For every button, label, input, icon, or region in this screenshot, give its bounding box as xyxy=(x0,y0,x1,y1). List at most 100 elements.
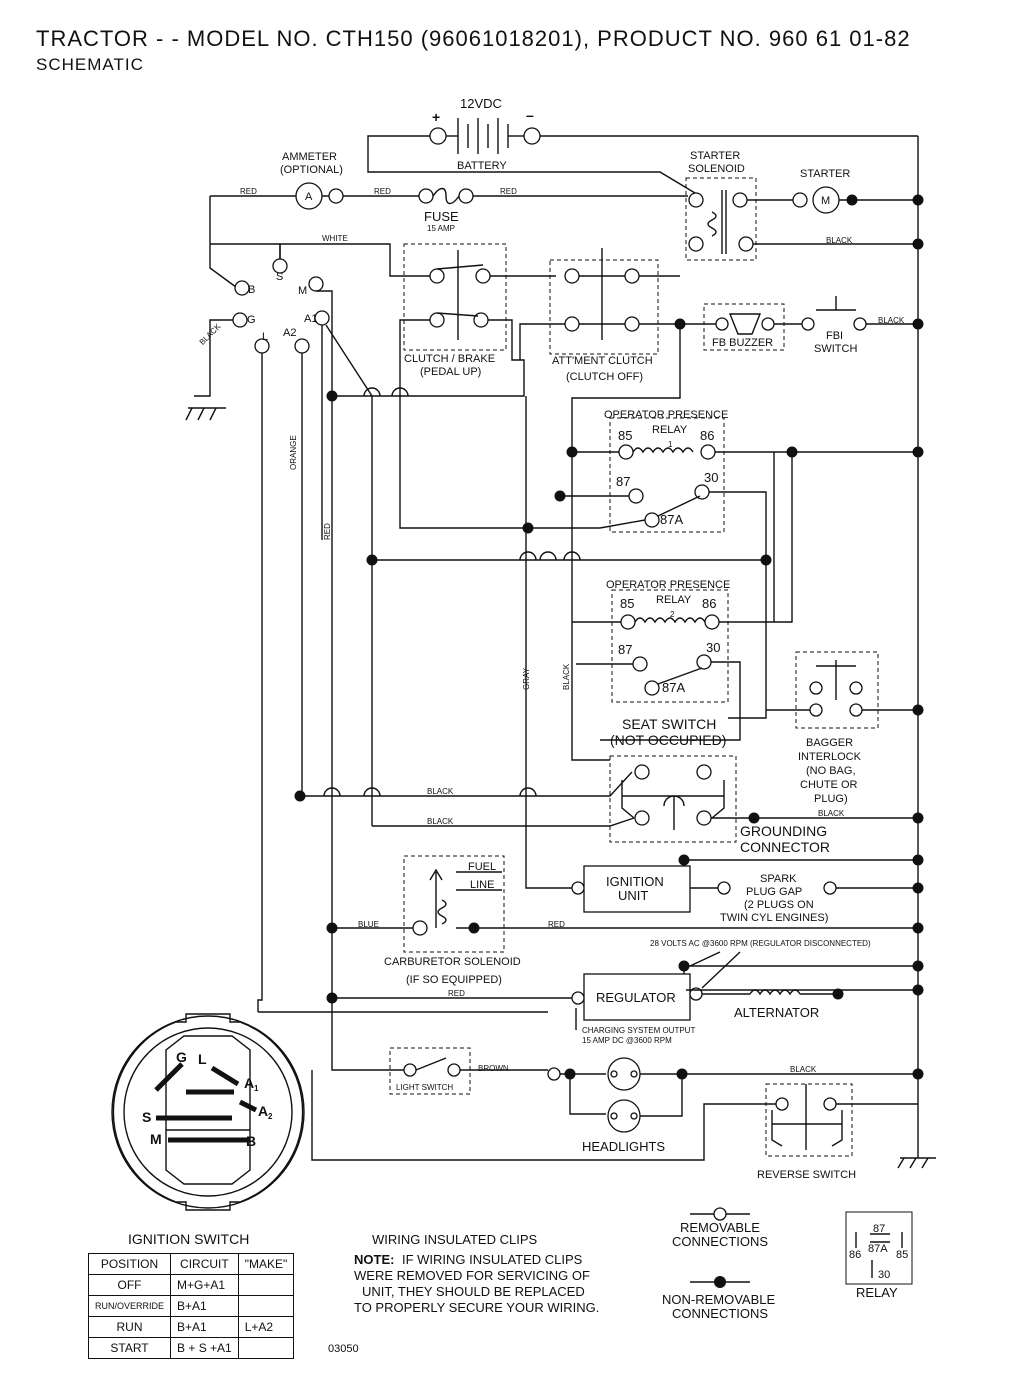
relay2-p85: 85 xyxy=(620,596,634,611)
wire-blue: BLUE xyxy=(358,920,379,929)
grounding-connector-label: CONNECTOR xyxy=(740,839,830,855)
ign-face-m: M xyxy=(150,1131,162,1147)
relay1-p87: 87 xyxy=(616,474,630,489)
legend-non-removable-label: NON-REMOVABLE xyxy=(662,1292,775,1307)
carburetor-solenoid: FUEL LINE CARBURETOR SOLENOID (IF SO EQU… xyxy=(384,855,521,986)
clips-note-4: TO PROPERLY SECURE YOUR WIRING. xyxy=(354,1300,599,1315)
legend-non-removable: NON-REMOVABLE CONNECTIONS xyxy=(662,1276,775,1321)
table-cell-circuit: M+G+A1 xyxy=(170,1274,239,1296)
clutch-brake-label: CLUTCH / BRAKE xyxy=(404,353,495,365)
page-title: TRACTOR - - MODEL NO. CTH150 (9606101820… xyxy=(36,26,911,51)
wire-black-seat: BLACK xyxy=(427,787,454,796)
table-cell-position: RUN xyxy=(87,1316,172,1338)
spark-label-2: PLUG GAP xyxy=(746,886,802,898)
relay1-p85: 85 xyxy=(618,428,632,443)
relay1-relay-label: RELAY xyxy=(652,424,688,436)
table-cell-extra xyxy=(237,1274,295,1296)
fuse-rating: 15 AMP xyxy=(427,224,455,233)
ign-face-g: G xyxy=(176,1049,187,1065)
ammeter-symbol: A xyxy=(305,191,313,203)
wire-brown: BROWN xyxy=(478,1064,509,1073)
carburetor-equipped-label: (IF SO EQUIPPED) xyxy=(406,974,502,986)
relay2-p30: 30 xyxy=(706,640,720,655)
spark-label-3: (2 PLUGS ON xyxy=(744,899,814,911)
table-row: START B + S +A1 xyxy=(87,1337,295,1359)
ammeter-optional-label: (OPTIONAL) xyxy=(280,164,343,176)
table-row: RUN B+A1 L+A2 xyxy=(87,1316,295,1338)
relay-legend-86: 86 xyxy=(849,1249,861,1261)
clips-note-2: WERE REMOVED FOR SERVICING OF xyxy=(354,1268,590,1283)
fuse: FUSE 15 AMP xyxy=(418,187,474,233)
table-header-position: POSITION xyxy=(87,1253,172,1275)
bagger-interlock: BAGGER INTERLOCK (NO BAG, CHUTE OR PLUG) xyxy=(795,651,879,805)
ign-face-a2-sub: 2 xyxy=(268,1112,273,1121)
terminal-m: M xyxy=(298,285,307,297)
grounding-label: GROUNDING xyxy=(740,823,827,839)
relay2-label: OPERATOR PRESENCE xyxy=(606,579,730,591)
ign-face-a1: A xyxy=(244,1075,254,1091)
operator-presence-relay-1: OPERATOR PRESENCE RELAY 1 85 86 87 30 87… xyxy=(604,409,728,533)
legend-removable-connections: CONNECTIONS xyxy=(672,1234,768,1249)
clutch-brake-pedal-label: (PEDAL UP) xyxy=(420,366,481,378)
wire-black-headlights: BLACK xyxy=(790,1065,817,1074)
wire-red-carb: RED xyxy=(548,920,565,929)
battery-voltage: 12VDC xyxy=(460,96,502,111)
light-switch: LIGHT SWITCH xyxy=(389,1047,471,1095)
charging-output-amps: 15 AMP DC @3600 RPM xyxy=(582,1036,672,1045)
relay2-number: 2 xyxy=(670,610,675,619)
junction-dots xyxy=(294,194,924,1080)
wire-red-reg: RED xyxy=(448,989,465,998)
ign-face-l: L xyxy=(198,1051,207,1067)
charging-output-label: CHARGING SYSTEM OUTPUT xyxy=(582,1026,695,1035)
wire-black-ground-conn: BLACK xyxy=(818,809,845,818)
relay2-p86: 86 xyxy=(702,596,716,611)
operator-presence-relay-2: OPERATOR PRESENCE RELAY 2 85 86 87 30 87… xyxy=(606,579,730,703)
table-cell-circuit: B+A1 xyxy=(170,1316,239,1338)
relay1-p86: 86 xyxy=(700,428,714,443)
ignition-unit-label: IGNITION xyxy=(606,874,664,889)
terminal-g: G xyxy=(247,314,256,326)
terminal-l: L xyxy=(262,331,268,343)
wire-white: WHITE xyxy=(322,234,348,243)
fbi-switch-label-2: SWITCH xyxy=(814,343,857,355)
wire-black-seat-2: BLACK xyxy=(427,817,454,826)
ignition-switch-title: IGNITION SWITCH xyxy=(128,1231,249,1247)
ignition-switch-table: POSITION CIRCUIT "MAKE" OFF M+G+A1 RUN/O… xyxy=(87,1253,295,1359)
ammeter-label: AMMETER xyxy=(282,151,337,163)
relay-legend-30: 30 xyxy=(878,1269,890,1281)
table-cell-extra xyxy=(237,1295,295,1317)
wire-black-fbi: BLACK xyxy=(878,316,905,325)
carburetor-label: CARBURETOR SOLENOID xyxy=(384,956,521,968)
spark-label-1: SPARK xyxy=(760,873,797,885)
headlights: HEADLIGHTS xyxy=(582,1057,665,1154)
ign-face-a1-sub: 1 xyxy=(254,1084,259,1093)
alternator-label: ALTERNATOR xyxy=(734,1005,819,1020)
regulator-voltage-note: 28 VOLTS AC @3600 RPM (REGULATOR DISCONN… xyxy=(650,939,871,948)
ammeter: A AMMETER (OPTIONAL) xyxy=(280,151,343,210)
bagger-label-3: (NO BAG, xyxy=(806,765,856,777)
page-subtitle: SCHEMATIC xyxy=(36,55,144,74)
starter-solenoid-label: STARTER xyxy=(690,150,740,162)
terminal-a1: A1 xyxy=(304,313,317,325)
battery-minus: – xyxy=(526,107,534,123)
wire-red-vertical: RED xyxy=(323,523,332,540)
fuel-line-label: FUEL xyxy=(468,861,496,873)
wire-red-2: RED xyxy=(374,187,391,196)
document-code: 03050 xyxy=(328,1343,359,1355)
table-row: RUN/OVERRIDE B+A1 xyxy=(87,1295,295,1317)
starter-motor: M STARTER xyxy=(792,168,850,214)
table-header-circuit: CIRCUIT xyxy=(170,1253,239,1275)
reverse-switch-label: REVERSE SWITCH xyxy=(757,1169,856,1181)
table-cell-circuit: B+A1 xyxy=(170,1295,239,1317)
relay1-p30: 30 xyxy=(704,470,718,485)
wire-black-relay: BLACK xyxy=(562,663,571,690)
table-header-make: "MAKE" xyxy=(237,1253,295,1275)
relay-legend-85: 85 xyxy=(896,1249,908,1261)
ign-face-s: S xyxy=(142,1109,151,1125)
wire-orange: ORANGE xyxy=(289,435,298,470)
bagger-label-4: CHUTE OR xyxy=(800,779,858,791)
seat-switch: SEAT SWITCH (NOT OCCUPIED) xyxy=(609,716,737,843)
table-cell-position: START xyxy=(87,1337,172,1359)
spark-label-4: TWIN CYL ENGINES) xyxy=(720,912,828,924)
